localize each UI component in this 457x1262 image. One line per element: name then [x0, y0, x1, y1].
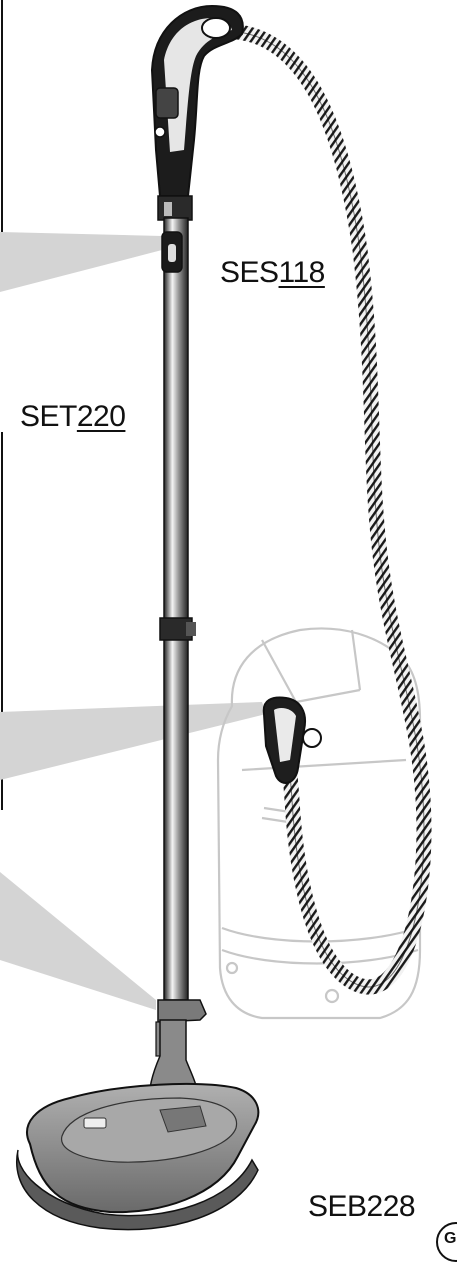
hose-model-prefix: SES [220, 256, 279, 289]
canister-body [216, 627, 422, 1020]
hose-model-label: SES118 [220, 258, 325, 288]
callout-wand-release [0, 232, 162, 292]
suction-hose [230, 24, 432, 995]
callout-wand-coupling [0, 872, 156, 1010]
hose-connector [262, 696, 322, 784]
wand-model-prefix: SET [20, 400, 77, 433]
telescopic-wand [159, 217, 196, 1001]
hose-handle [150, 4, 244, 221]
wand-model-label: SET220 [20, 400, 126, 433]
wand-model-number: 220 [76, 400, 126, 433]
callout-hose-connector [0, 702, 266, 780]
powerhead [16, 1082, 260, 1231]
powerhead-model-label: SEB228 [308, 1190, 416, 1223]
hose-model-number: 118 [278, 256, 326, 289]
